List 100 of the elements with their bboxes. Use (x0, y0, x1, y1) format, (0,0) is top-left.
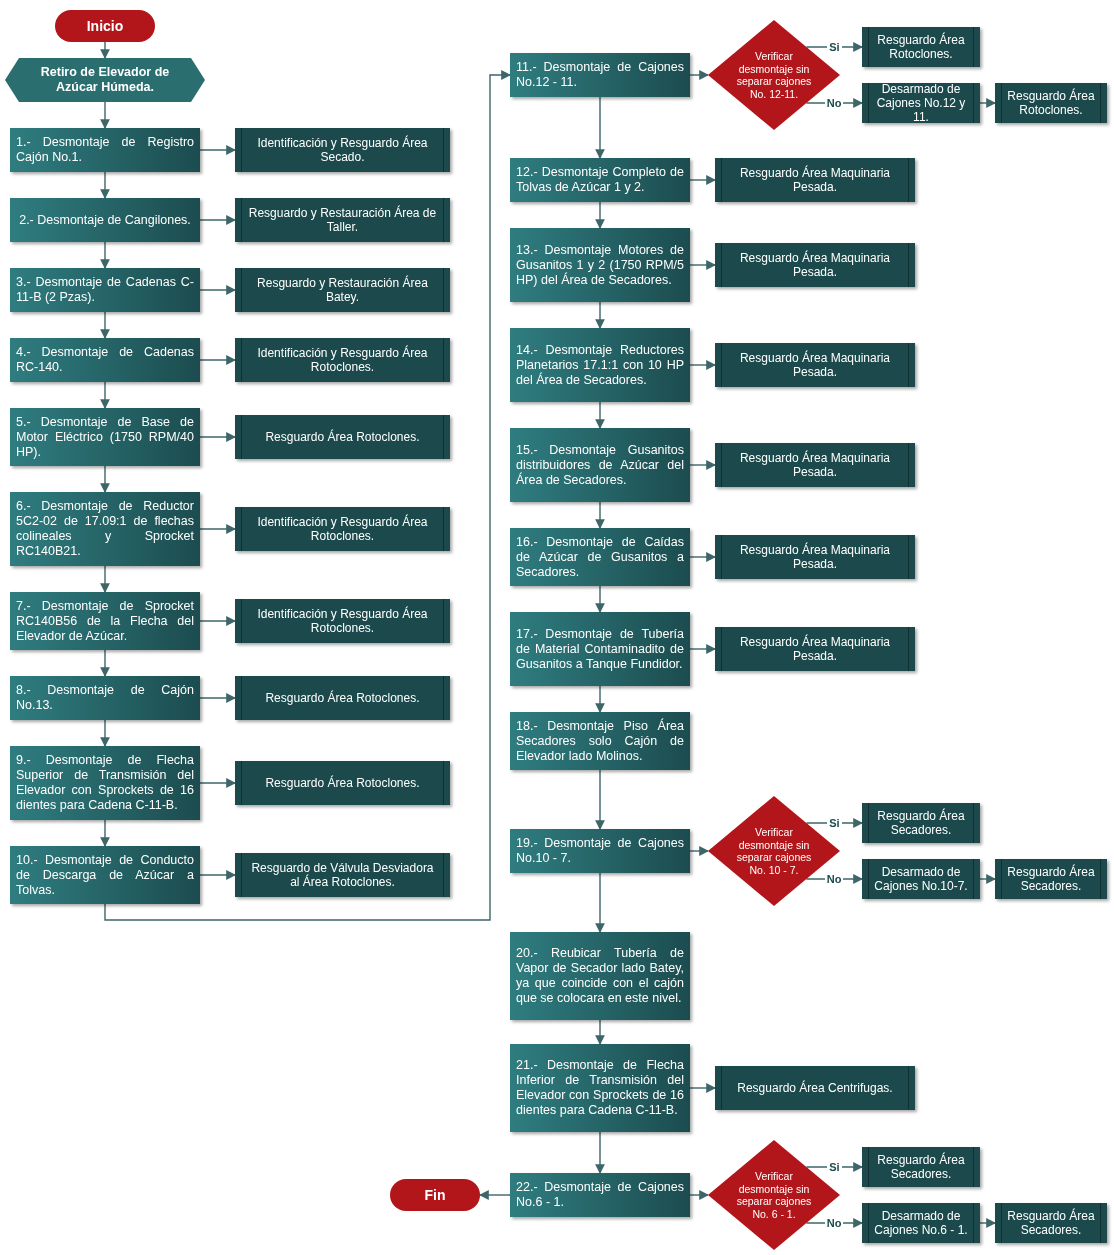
arrow (199, 432, 236, 442)
decision-text: Verificar desmontaje sin separar cajones No. 10 - 7. (735, 826, 813, 876)
subprocess-box (235, 338, 450, 382)
arrow (689, 175, 716, 185)
subprocess-box (995, 859, 1107, 899)
process-box (10, 128, 200, 172)
subprocess-box (862, 859, 980, 899)
process-box (510, 1173, 690, 1217)
arrow (199, 355, 236, 365)
edge-label: Si (827, 40, 842, 54)
terminal-text: Inicio (86, 18, 124, 34)
subprocess-box (862, 27, 980, 67)
subprocess-box (235, 198, 450, 242)
process-box (510, 932, 690, 1020)
arrow (595, 96, 605, 159)
arrow (199, 285, 236, 295)
arrow (199, 693, 236, 703)
process-box (10, 592, 200, 650)
process-box (510, 228, 690, 302)
process-box (10, 492, 200, 566)
terminal-pill (55, 10, 155, 42)
subprocess-box (235, 853, 450, 897)
arrow (199, 616, 236, 626)
storage-text: Identificación y Resguardo Área Rotoclones. (256, 346, 429, 374)
arrow (689, 1190, 709, 1200)
subprocess-box (235, 268, 450, 312)
process-box (510, 528, 690, 586)
step-text: 15.- Desmontaje Gusanitos distribuidores de Azúcar del Área de Secadores. (516, 442, 684, 488)
arrow (595, 872, 605, 933)
arrow (100, 241, 110, 269)
arrow (595, 769, 605, 830)
step-text: 19.- Desmontaje de Cajones No.10 - 7. (516, 836, 684, 866)
arrow (595, 401, 605, 429)
subprocess-box (862, 83, 980, 123)
step-text: 20.- Reubicar Tubería de Vapor de Secador lado Batey, ya que coincide con el cajón que se colocara en este nivel. (516, 946, 684, 1006)
process-box (10, 338, 200, 382)
storage-text: Resguardo Área Maquinaria Pesada. (738, 451, 892, 479)
arrow (199, 145, 236, 155)
subprocess-box (862, 1147, 980, 1187)
storage-text: Resguardo Área Maquinaria Pesada. (738, 166, 892, 194)
subprocess-box (995, 83, 1107, 123)
arrow (595, 1131, 605, 1174)
storage-text: Resguardo Área Maquinaria Pesada. (738, 351, 892, 379)
storage-text: Identificación y Resguardo Área Secado. (256, 136, 429, 164)
arrow (689, 260, 716, 270)
decision-diamond (708, 1140, 840, 1250)
subprocess-box (715, 1066, 915, 1110)
edge-label: No (824, 1216, 844, 1230)
edge-label: Si (827, 816, 842, 830)
process-box (10, 268, 200, 312)
storage-text: Resguardo de Válvula Desviadora al Área Rotoclones. (250, 861, 435, 889)
decision-diamond (708, 20, 840, 130)
arrow (689, 70, 709, 80)
subprocess-box (235, 415, 450, 459)
arrow (100, 311, 110, 339)
subprocess-box (862, 1203, 980, 1243)
arrow (689, 1083, 716, 1093)
arrow (100, 465, 110, 493)
storage-text: Identificación y Resguardo Área Rotoclones. (256, 607, 429, 635)
subprocess-box (715, 243, 915, 287)
step-text: 1.- Desmontaje de Registro Cajón No.1. (16, 135, 194, 165)
arrow (100, 719, 110, 747)
arrow (199, 778, 236, 788)
process-box (510, 612, 690, 686)
subprocess-box (995, 1203, 1107, 1243)
process-box (10, 198, 200, 242)
arrow (689, 846, 709, 856)
arrow (689, 552, 716, 562)
arrow (100, 649, 110, 677)
subprocess-box (235, 761, 450, 805)
arrow (100, 381, 110, 409)
step-text: 5.- Desmontaje de Base de Motor Eléctrico (1750 RPM/40 HP). (16, 414, 194, 460)
arrow (805, 98, 863, 108)
terminal-text: Fin (424, 1187, 446, 1203)
process-box (10, 746, 200, 820)
step-text: 17.- Desmontaje de Tubería de Material Contaminadito de Gusanitos a Tanque Fundidor. (516, 626, 684, 672)
step-text: 21.- Desmontaje de Flecha Inferior de Transmisión del Elevador con Sprockets de 16 dientes para Cadena C-11-B. (516, 1058, 684, 1118)
step-text: 4.- Desmontaje de Cadenas RC-140. (16, 345, 194, 375)
step-text: 7.- Desmontaje de Sprocket RC140B56 de la Flecha del Elevador de Azúcar. (16, 598, 194, 644)
arrow (100, 41, 110, 59)
step-text: 6.- Desmontaje de Reductor 5C2-02 de 17.09:1 de flechas colineales y Sprocket RC140B21. (16, 499, 194, 559)
subprocess-box (715, 535, 915, 579)
subprocess-box (235, 676, 450, 720)
step-text: 9.- Desmontaje de Flecha Superior de Transmisión del Elevador con Sprockets de 16 dientes para Cadena C-11-B. (16, 753, 194, 813)
arrow (104, 70, 511, 921)
terminal-pill (390, 1179, 480, 1211)
process-box (510, 158, 690, 202)
process-box (510, 428, 690, 502)
arrow (979, 1218, 996, 1228)
arrow (199, 870, 236, 880)
storage-text: Resguardo Área Secadores. (1007, 865, 1095, 893)
arrow (805, 1218, 863, 1228)
subprocess-box (235, 599, 450, 643)
subprocess-box (715, 343, 915, 387)
process-box (510, 829, 690, 873)
process-box (10, 676, 200, 720)
subprocess-box (862, 803, 980, 843)
storage-text: Desarmado de Cajones No.6 - 1. (874, 1209, 968, 1237)
arrow (689, 644, 716, 654)
decision-text: Verificar desmontaje sin separar cajones No. 6 - 1. (735, 1170, 813, 1220)
